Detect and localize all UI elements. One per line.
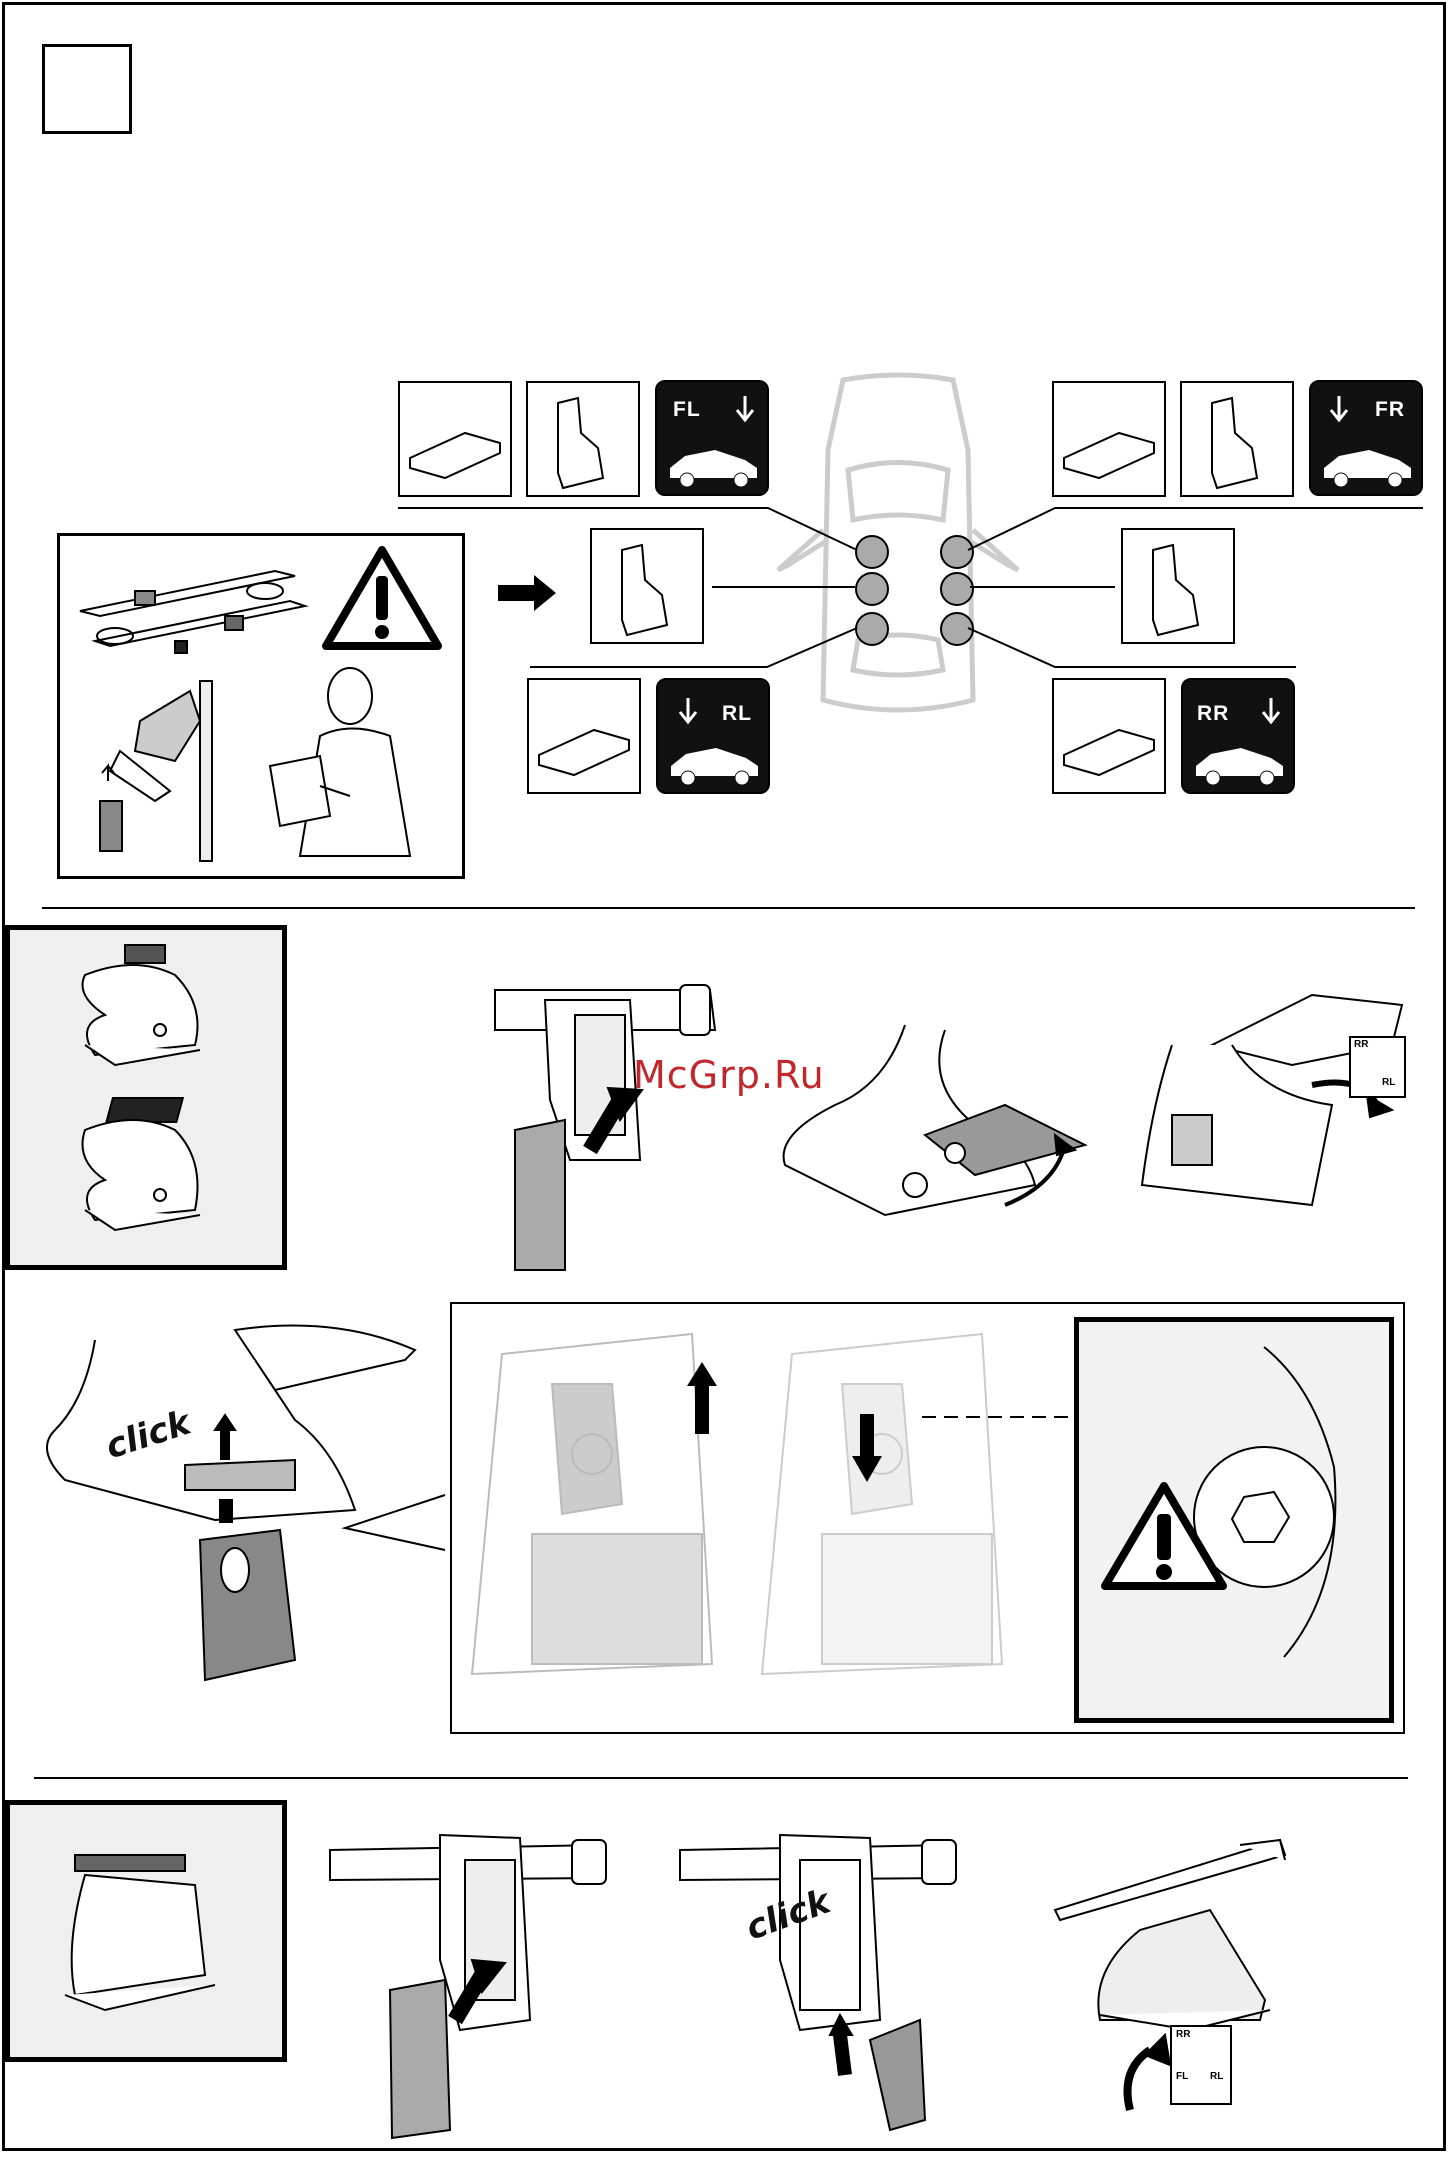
label-rr: RR — [1197, 702, 1229, 726]
mini-sticker-card: RR RL — [1350, 1037, 1405, 1097]
label-fl: FL — [673, 398, 701, 422]
car-side-icon — [1319, 438, 1415, 488]
bracket-part-fl — [526, 381, 640, 497]
car-side-icon — [666, 736, 762, 786]
bracket-part-ml — [590, 528, 704, 644]
foot-variant-frame — [5, 925, 287, 1270]
car-side-icon — [1191, 736, 1287, 786]
lock-open-diagram — [462, 1324, 732, 1684]
pad-part-rl — [527, 678, 641, 794]
label-fr: FR — [1375, 398, 1405, 422]
detail-frame — [450, 1302, 1405, 1734]
arrow-down-icon — [1261, 698, 1281, 724]
roof-foot-icon — [65, 1090, 225, 1250]
warning-inset — [1074, 1317, 1394, 1723]
foot-open-diagram — [1112, 985, 1412, 1215]
warning-icon — [1099, 1480, 1229, 1592]
lock-close-diagram — [752, 1324, 1022, 1684]
roof-foot-icon — [65, 935, 225, 1085]
pad-part-fr — [1052, 381, 1166, 497]
sticker-rl: RL — [656, 678, 770, 794]
click-bracket-diagram — [680, 1820, 980, 2140]
sticker-fl: FL — [655, 380, 769, 496]
pad-insertion-diagram — [490, 980, 730, 1280]
pad-part-fl — [398, 381, 512, 497]
car-side-icon — [665, 438, 761, 488]
mini-sticker-fl-2: FL — [1176, 2071, 1188, 2082]
pad-part-rr — [1052, 678, 1166, 794]
foot-variant-frame-2 — [5, 1800, 287, 2062]
mini-sticker-card-2: RR FL RL — [1170, 2025, 1232, 2105]
section-divider-2 — [34, 1777, 1408, 1779]
bracket-part-fr — [1180, 381, 1294, 497]
mini-sticker-rr-2: RR — [1176, 2029, 1190, 2040]
section-divider-1 — [42, 907, 1415, 909]
mini-sticker-rr: RR — [1354, 1039, 1368, 1050]
sticker-fr: FR — [1309, 380, 1423, 496]
roof-foot-icon — [55, 1845, 235, 2015]
bracket-part-mr — [1121, 528, 1235, 644]
pad-insertion-diagram-2 — [330, 1820, 630, 2140]
arrow-down-icon — [735, 396, 755, 422]
foot-lever-diagram — [775, 1025, 1095, 1255]
arrow-down-icon — [678, 698, 698, 724]
label-rl: RL — [722, 702, 752, 726]
sticker-rr: RR — [1181, 678, 1295, 794]
mini-sticker-rl-2: RL — [1210, 2071, 1223, 2082]
callout-lines — [345, 1490, 445, 1570]
arrow-down-icon — [1329, 396, 1349, 422]
mini-sticker-rl: RL — [1382, 1077, 1395, 1088]
